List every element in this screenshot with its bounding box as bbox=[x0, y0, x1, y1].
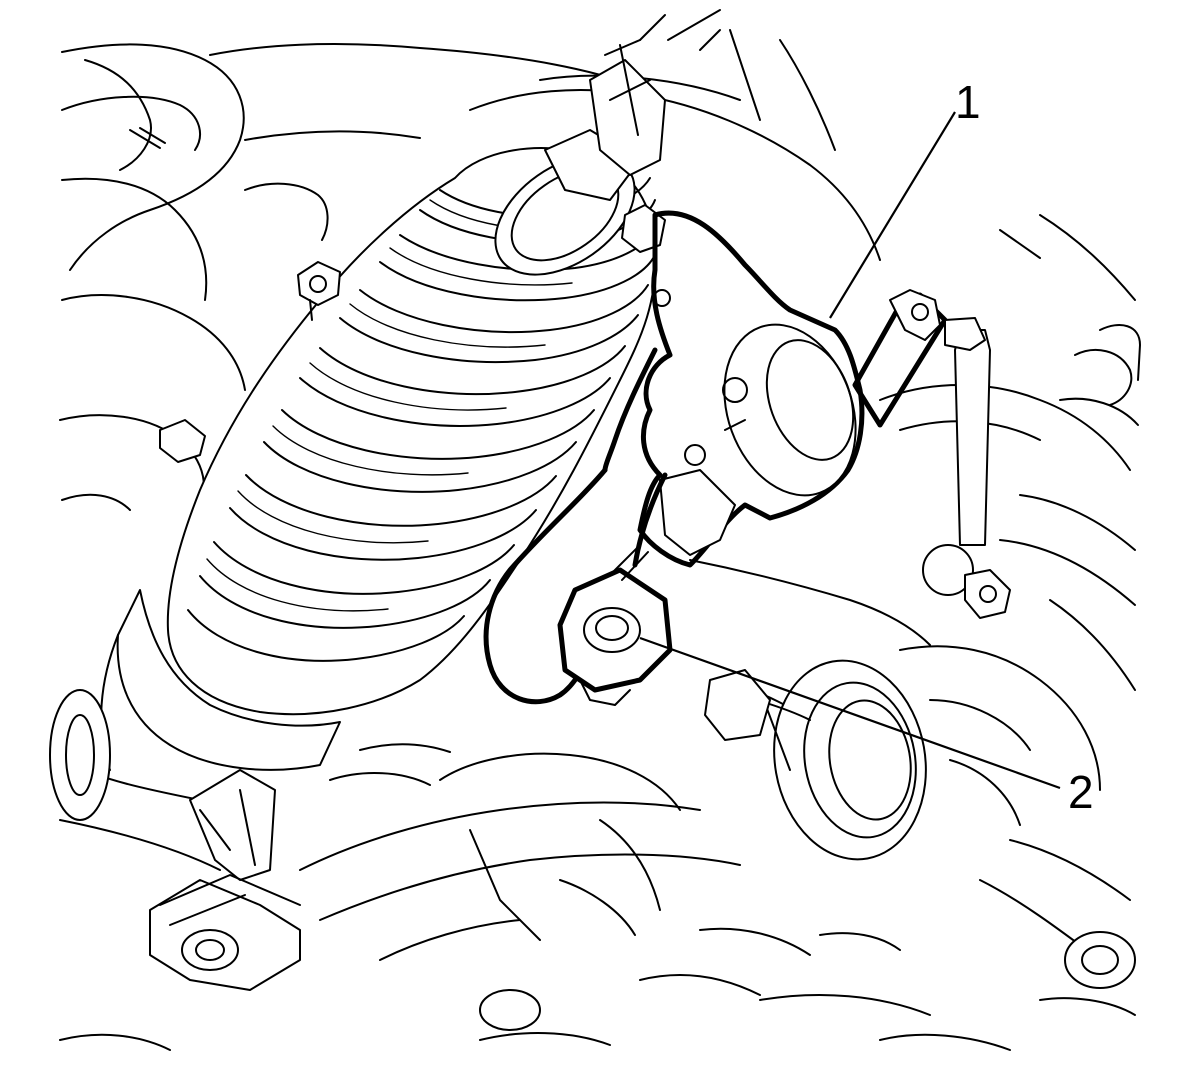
leader-line-1 bbox=[829, 111, 956, 319]
ride-height-sensor bbox=[637, 210, 948, 568]
shock-top-mount bbox=[494, 9, 721, 307]
callout-1: 1 bbox=[955, 76, 981, 128]
callout-2: 2 bbox=[1068, 766, 1094, 818]
link-rod bbox=[922, 317, 1011, 619]
lower-control-arm bbox=[689, 559, 1131, 961]
callout-leaders bbox=[639, 111, 1061, 790]
fasteners bbox=[159, 261, 341, 463]
subframe bbox=[49, 689, 1136, 1051]
wiring-harness bbox=[483, 347, 673, 706]
leader-line-2 bbox=[639, 636, 1061, 790]
